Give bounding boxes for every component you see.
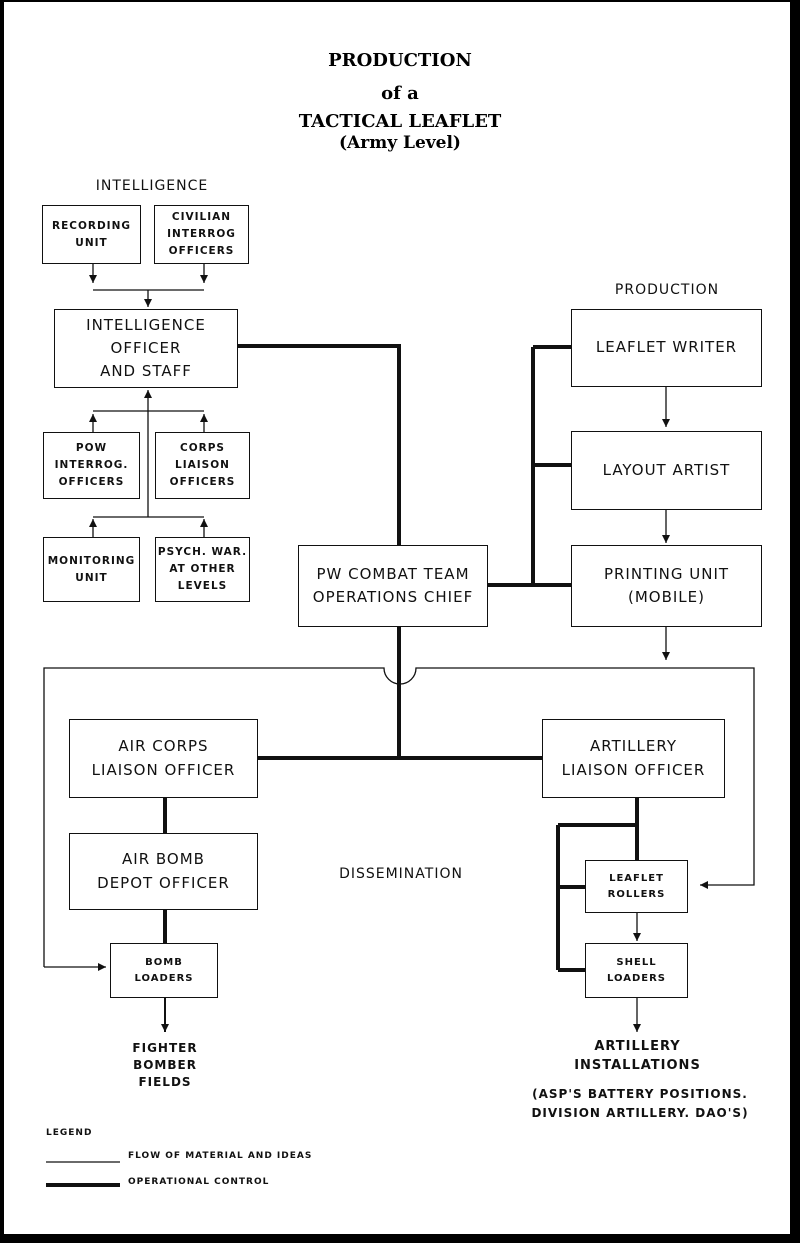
title-line-3: TACTICAL LEAFLET: [298, 111, 502, 132]
legend-thin-label: FLOW OF MATERIAL AND IDEAS: [128, 1151, 313, 1161]
artillery-note-label: (ASP'S BATTERY POSITIONS. DIVISION ARTIL…: [531, 1087, 749, 1120]
printing-unit-box: PRINTING UNIT (MOBILE): [571, 545, 762, 627]
legend-heading: LEGEND: [46, 1128, 93, 1138]
bomb-loaders-box: BOMB LOADERS: [110, 943, 218, 998]
intelligence-officer-box: INTELLIGENCE OFFICER AND STAFF: [54, 309, 238, 388]
leaflet-writer-box: LEAFLET WRITER: [571, 309, 762, 387]
corps-liaison-box: CORPS LIAISON OFFICERS: [155, 432, 250, 499]
air-bomb-depot-box: AIR BOMB DEPOT OFFICER: [69, 833, 258, 910]
artillery-installations-label: ARTILLERY INSTALLATIONS: [574, 1039, 701, 1073]
leaflet-rollers-box: LEAFLET ROLLERS: [585, 860, 688, 913]
monitoring-unit-box: MONITORING UNIT: [43, 537, 140, 602]
recording-unit-box: RECORDING UNIT: [42, 205, 141, 264]
control-intel-to-chief: [238, 344, 401, 545]
pw-chief-box: PW COMBAT TEAM OPERATIONS CHIEF: [298, 545, 488, 627]
layout-artist-box: LAYOUT ARTIST: [571, 431, 762, 510]
air-corps-liaison-box: AIR CORPS LIAISON OFFICER: [69, 719, 258, 798]
title-line-1: PRODUCTION: [328, 50, 472, 71]
fighter-bomber-fields-label: FIGHTER BOMBER FIELDS: [132, 1041, 198, 1089]
title-line-4: (Army Level): [339, 133, 461, 153]
artillery-liaison-box: ARTILLERY LIAISON OFFICER: [542, 719, 725, 798]
civilian-interrog-box: CIVILIAN INTERROG OFFICERS: [154, 205, 249, 264]
section-intelligence: INTELLIGENCE: [95, 178, 209, 194]
psych-war-box: PSYCH. WAR. AT OTHER LEVELS: [155, 537, 250, 602]
section-production: PRODUCTION: [614, 282, 720, 298]
shell-loaders-box: SHELL LOADERS: [585, 943, 688, 998]
legend-thick-label: OPERATIONAL CONTROL: [128, 1177, 270, 1187]
pow-interrog-box: POW INTERROG. OFFICERS: [43, 432, 140, 499]
section-dissemination: DISSEMINATION: [339, 866, 463, 882]
flow-distribution-loop: [43, 667, 755, 967]
title-line-2: of a: [381, 83, 419, 104]
